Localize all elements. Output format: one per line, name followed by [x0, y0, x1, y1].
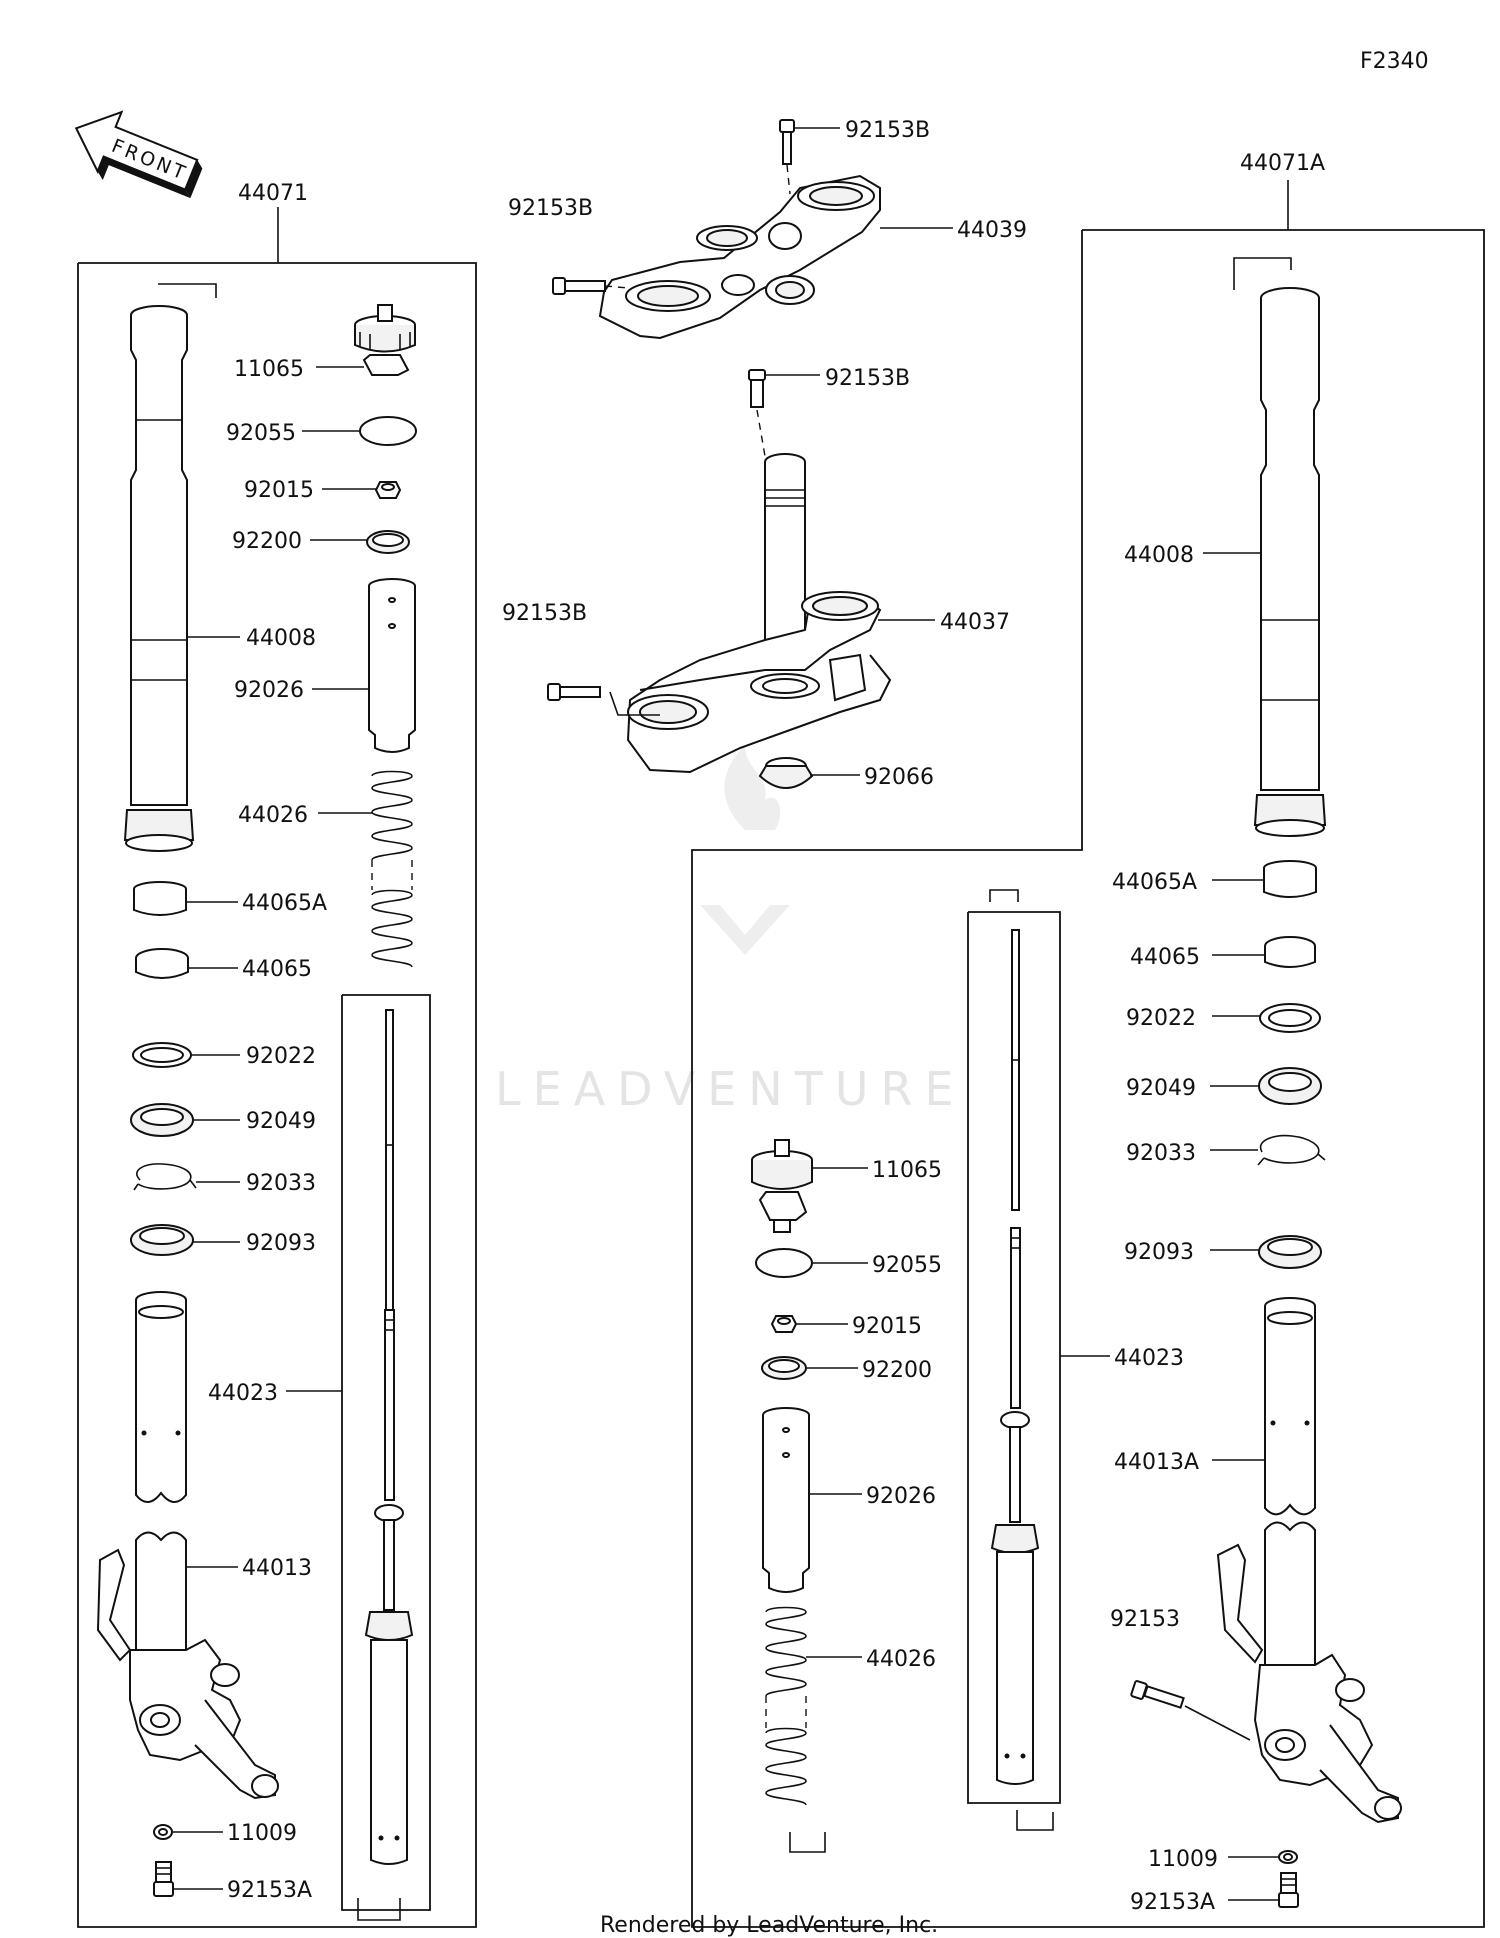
left-oring-92055	[359, 416, 417, 446]
label-44071: 44071	[238, 181, 308, 206]
label-mid-92153b-b: 92153B	[502, 601, 587, 626]
left-bolt-92153a	[153, 1861, 174, 1897]
label-left-44026: 44026	[238, 803, 308, 828]
label-right-92153: 92153	[1110, 1607, 1180, 1632]
right-bushing-44065a	[1263, 860, 1317, 898]
label-left-44013: 44013	[242, 1556, 312, 1581]
label-right-92055: 92055	[872, 1253, 942, 1278]
right-washer-92200	[761, 1356, 807, 1380]
right-fork-box	[691, 229, 1485, 1928]
label-left-44065: 44065	[242, 957, 312, 982]
upper-bracket-44039	[598, 174, 881, 340]
mid-bolt-92153b	[547, 683, 660, 716]
label-left-92093: 92093	[246, 1231, 316, 1256]
right-seal-92049	[1258, 1067, 1322, 1105]
left-cartridge-box	[341, 994, 431, 1911]
label-left-92200: 92200	[232, 529, 302, 554]
left-outer-tube	[123, 283, 217, 852]
right-dust-seal-92093	[1258, 1235, 1322, 1269]
top-bolt-92153b-a	[779, 119, 795, 195]
stem-cap-92066	[758, 757, 814, 789]
label-left-92049: 92049	[246, 1109, 316, 1134]
label-right-11065: 11065	[872, 1158, 942, 1183]
label-right-44065a: 44065A	[1112, 870, 1197, 895]
label-right-11009: 11009	[1148, 1847, 1218, 1872]
watermark-text: LEADVENTURE	[495, 1062, 966, 1116]
label-right-92093: 92093	[1124, 1240, 1194, 1265]
left-seal-92049	[130, 1103, 194, 1137]
right-bolt-92153a	[1278, 1872, 1299, 1908]
right-collar-92026	[762, 1407, 810, 1593]
left-washer-11009	[153, 1824, 173, 1840]
right-cap-11065	[751, 1139, 813, 1233]
label-right-44026: 44026	[866, 1647, 936, 1672]
right-washer-92022	[1259, 1003, 1321, 1033]
label-right-44008: 44008	[1124, 543, 1194, 568]
right-outer-tube	[1233, 257, 1327, 837]
front-arrow-icon: FRONT	[74, 110, 203, 199]
right-clip-92033	[1257, 1134, 1326, 1166]
label-left-44065a: 44065A	[242, 891, 327, 916]
left-bushing-44065a	[133, 881, 187, 916]
label-left-92026: 92026	[234, 678, 304, 703]
left-clip-92033	[133, 1163, 197, 1191]
left-cartridge-44023	[364, 1009, 414, 1865]
label-92066: 92066	[864, 765, 934, 790]
right-oring-92055	[755, 1248, 813, 1278]
label-right-92022: 92022	[1126, 1006, 1196, 1031]
label-right-44023: 44023	[1114, 1346, 1184, 1371]
label-left-92033: 92033	[246, 1171, 316, 1196]
right-spring-44026	[765, 1606, 826, 1853]
label-44037: 44037	[940, 610, 1010, 635]
label-mid-92153b-a: 92153B	[825, 366, 910, 391]
stem-bracket-44037	[626, 369, 892, 774]
left-cap-11065	[354, 304, 416, 376]
label-left-92022: 92022	[246, 1044, 316, 1069]
label-left-11065: 11065	[234, 357, 304, 382]
right-inner-tube-44013a	[1216, 1297, 1402, 1824]
right-bolt-92153	[1130, 1680, 1251, 1741]
label-right-44065: 44065	[1130, 945, 1200, 970]
right-nut-92015	[770, 1315, 798, 1333]
label-top-92153b-b: 92153B	[508, 196, 593, 221]
top-bolt-92153b-b	[552, 277, 629, 295]
label-left-11009: 11009	[227, 1821, 297, 1846]
right-washer-11009	[1278, 1850, 1298, 1864]
label-top-92153b-a: 92153B	[845, 118, 930, 143]
left-collar-92026	[368, 578, 416, 753]
left-inner-tube-44013	[96, 1291, 279, 1800]
left-nut-92015	[374, 481, 402, 499]
label-left-92153a: 92153A	[227, 1878, 312, 1903]
label-left-92015: 92015	[244, 478, 314, 503]
right-cartridge-44023	[989, 889, 1054, 1831]
left-washer-92200	[366, 530, 410, 554]
footer-credit: Rendered by LeadVenture, Inc.	[600, 1913, 938, 1938]
label-left-44023: 44023	[208, 1381, 278, 1406]
label-left-44008: 44008	[246, 626, 316, 651]
label-right-92033: 92033	[1126, 1141, 1196, 1166]
label-right-92200: 92200	[862, 1358, 932, 1383]
left-fork-box	[77, 262, 477, 1928]
right-bushing-44065	[1264, 936, 1316, 968]
watermark: LEADVENTURE	[495, 745, 966, 1116]
label-44071a: 44071A	[1240, 151, 1325, 176]
label-right-92153a: 92153A	[1130, 1890, 1215, 1915]
diagram-code: F2340	[1360, 49, 1429, 74]
label-left-92055: 92055	[226, 421, 296, 446]
label-right-92049: 92049	[1126, 1076, 1196, 1101]
left-washer-92022	[132, 1042, 192, 1068]
left-bushing-44065	[135, 948, 189, 979]
right-cartridge-box	[967, 911, 1061, 1804]
label-44039: 44039	[957, 218, 1027, 243]
label-right-44013a: 44013A	[1114, 1450, 1199, 1475]
left-spring-44026	[371, 770, 413, 968]
label-right-92015: 92015	[852, 1314, 922, 1339]
label-right-92026: 92026	[866, 1484, 936, 1509]
left-dust-seal-92093	[130, 1224, 194, 1256]
